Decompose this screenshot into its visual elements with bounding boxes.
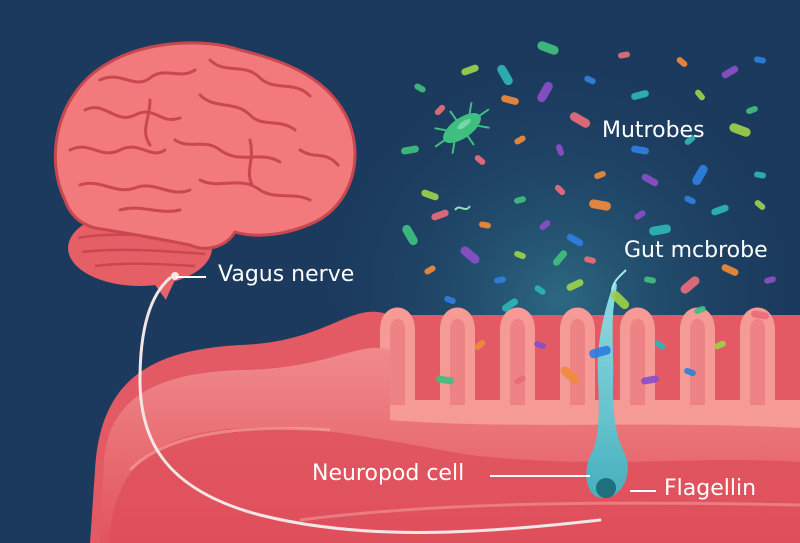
- microbe: [641, 173, 659, 187]
- microbe-cloud: [401, 41, 776, 385]
- microbe: [514, 135, 526, 145]
- microbe: [649, 224, 671, 236]
- gut-microbe-label: Gut mcbrobe: [624, 238, 768, 263]
- microbe: [641, 375, 659, 385]
- microbes-label: Mutrobes: [602, 118, 705, 143]
- microbe: [534, 340, 546, 350]
- microbe: [584, 75, 596, 85]
- microbe: [424, 265, 436, 275]
- microbe: [566, 279, 584, 291]
- microbe: [684, 135, 696, 145]
- vagus-leader-line: [176, 276, 206, 278]
- vagus-nerve: [138, 276, 602, 534]
- microbe: [514, 196, 526, 204]
- microbe: [474, 155, 486, 165]
- microbe: [474, 340, 486, 350]
- microbe: [414, 83, 426, 93]
- microbe: [421, 189, 439, 201]
- microbe: [610, 290, 630, 310]
- microbe: [554, 184, 566, 196]
- microbe: [676, 57, 688, 67]
- microbe: [711, 204, 729, 216]
- microbe: [684, 195, 696, 205]
- brain-folds: [68, 58, 340, 213]
- microbe: [555, 144, 565, 156]
- microbe: [501, 298, 519, 312]
- microbe: [714, 340, 726, 350]
- brain: [53, 41, 357, 300]
- microbe: [494, 276, 506, 284]
- microbe: [721, 264, 739, 276]
- microbe: [764, 276, 776, 284]
- microbe: [754, 56, 766, 64]
- gut-wall-inner: [110, 427, 800, 543]
- microbe: [631, 145, 649, 155]
- flagellated-bacterium: [434, 102, 490, 154]
- microbe: [566, 233, 584, 247]
- microbe: [589, 199, 611, 211]
- neuropod-leader-line: [490, 475, 590, 477]
- microbe: [751, 310, 769, 320]
- microbe: [444, 295, 456, 305]
- microbe: [560, 366, 580, 384]
- microbe: [401, 145, 419, 155]
- microbe: [434, 104, 446, 116]
- microbe: [692, 164, 708, 186]
- microbe: [644, 276, 656, 284]
- microbe: [634, 210, 646, 220]
- microbe: [460, 246, 480, 264]
- microbe: [584, 256, 596, 264]
- flagellin-leader-line: [630, 490, 656, 492]
- microbe: [695, 89, 705, 101]
- microbe: [552, 250, 568, 266]
- microbe: [618, 51, 630, 59]
- neuropod-cell-label: Neuropod cell: [312, 461, 465, 486]
- microbe: [569, 112, 591, 128]
- microbe: [402, 224, 418, 246]
- microbe: [537, 41, 559, 55]
- microbe: [431, 209, 449, 221]
- microbe: [539, 220, 551, 230]
- microbe: [694, 305, 706, 315]
- microbe: [537, 81, 553, 103]
- microbe: [654, 340, 666, 350]
- microbe: [436, 375, 454, 385]
- microbe: [754, 200, 766, 210]
- microbe: [721, 65, 739, 79]
- microbe: [514, 250, 526, 260]
- vagus-nerve-label: Vagus nerve: [218, 262, 355, 287]
- microbe: [589, 345, 611, 359]
- microbe: [631, 90, 649, 100]
- microbe: [746, 105, 758, 115]
- flagellin-label: Flagellin: [664, 476, 757, 501]
- microbe: [479, 221, 491, 229]
- nerve-origin-dot: [171, 272, 179, 280]
- microbe: [497, 64, 513, 86]
- microbe: [501, 95, 519, 105]
- neuropod-nucleus: [596, 478, 616, 498]
- microbe: [754, 171, 766, 179]
- squiggle-microbe: [454, 205, 471, 211]
- microbe: [684, 367, 696, 377]
- microbe: [534, 285, 546, 295]
- microbe: [514, 375, 526, 385]
- microbe: [461, 64, 479, 76]
- microbe: [729, 123, 751, 137]
- microbe: [680, 276, 700, 294]
- neuropod-cell: [586, 269, 628, 498]
- microbe: [594, 170, 606, 180]
